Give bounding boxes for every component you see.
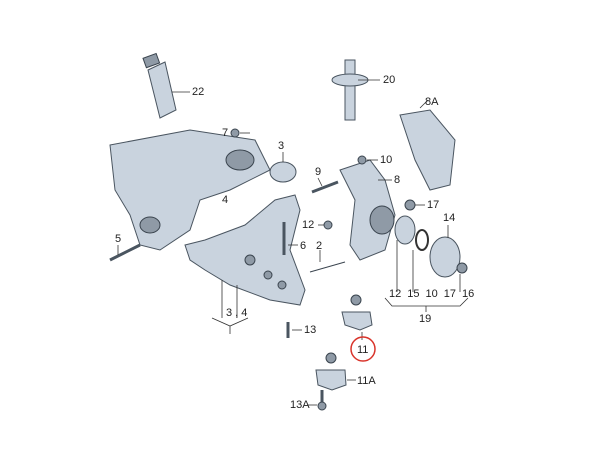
callout-4: 4: [222, 194, 229, 206]
callout-22: 22: [192, 86, 205, 98]
knuckle-8a: [399, 109, 456, 191]
bushing: [269, 161, 297, 183]
callout-2: 2: [316, 240, 323, 252]
callout-8a: 8A: [425, 96, 439, 108]
strut: [344, 59, 356, 121]
circlip: [415, 229, 429, 251]
callout-12b: 12: [389, 288, 402, 300]
callout-16: 16: [462, 288, 475, 300]
callout-5: 5: [115, 233, 122, 245]
nut-10: [357, 155, 367, 165]
highlight-circle: [350, 336, 376, 362]
bolt-7: [230, 128, 240, 138]
callout-3-4: 3 , 4: [226, 307, 248, 319]
group-19-members: 12 15 10 17 16: [389, 288, 474, 300]
grease-tube: [147, 61, 177, 119]
ball-joint-11a: [315, 369, 347, 391]
callout-9: 9: [315, 166, 322, 178]
callout-11: 11: [357, 344, 369, 356]
bolt-5: [109, 243, 141, 262]
callout-19: 19: [419, 313, 432, 325]
grease-tube-cap: [142, 52, 161, 69]
link-2: [309, 261, 346, 273]
callout-7: 7: [222, 127, 229, 139]
callout-10b: 10: [425, 288, 438, 300]
callout-17b: 17: [443, 288, 456, 300]
callout-11a: 11A: [357, 375, 376, 387]
wheel-hub: [429, 236, 461, 278]
knuckle-8: [339, 159, 396, 261]
subframe-mount: [225, 149, 255, 171]
callout-13a: 13A: [290, 399, 310, 411]
callout-13: 13: [304, 324, 317, 336]
wheel-bearing: [394, 215, 416, 245]
callout-3: 3: [278, 140, 285, 152]
nut-17: [404, 199, 416, 211]
bolt-9: [311, 180, 339, 194]
callout-6: 6: [300, 240, 307, 252]
callout-12: 12: [302, 219, 315, 231]
callout-15: 15: [407, 288, 420, 300]
control-arm: [184, 194, 306, 306]
callout-14: 14: [443, 212, 456, 224]
nut-12: [323, 220, 333, 230]
callout-17: 17: [427, 199, 440, 211]
subframe-mount: [139, 216, 161, 234]
ball-joint-11: [341, 311, 373, 331]
nut-16: [456, 262, 468, 274]
callout-8: 8: [394, 174, 401, 186]
nut-13a: [317, 401, 327, 411]
callout-20: 20: [383, 74, 396, 86]
callout-10: 10: [380, 154, 393, 166]
